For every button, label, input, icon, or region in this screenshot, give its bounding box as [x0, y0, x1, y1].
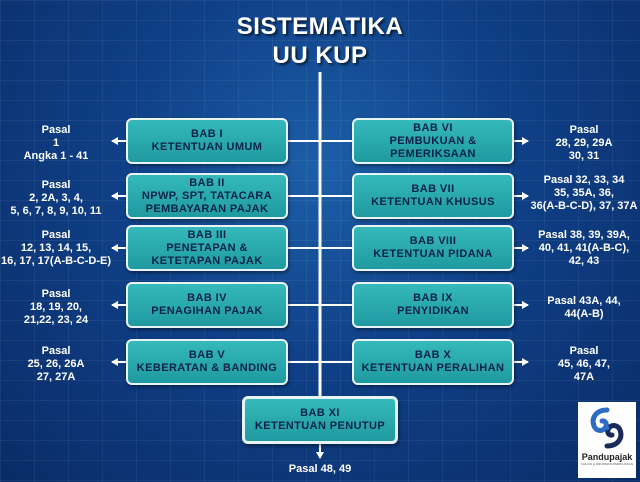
bab-4-line-2: PENAGIHAN PAJAK — [151, 305, 263, 317]
bab-8-box: BAB VIII KETENTUAN PIDANA — [352, 225, 514, 271]
bab-8-line-2: KETENTUAN PIDANA — [373, 248, 493, 260]
bab-10-pasal-line-3: 47A — [573, 371, 595, 383]
bab-5-line-2: KEBERATAN & BANDING — [136, 362, 278, 374]
bab-9-line-2: PENYIDIKAN — [397, 305, 469, 317]
bab-7-pasal-line-1: Pasal 32, 33, 34 — [543, 174, 625, 186]
bab-3-line-3: KETETAPAN PAJAK — [151, 254, 263, 267]
bab-1-pasal-line-1: Pasal — [41, 124, 71, 136]
bab-2-line-1: BAB II — [189, 176, 225, 189]
bab-9-pasal: Pasal 43A, 44, 44(A-B) — [528, 295, 640, 321]
bab-7-pasal: Pasal 32, 33, 34 35, 35A, 36, 36(A-B-C-D… — [528, 174, 640, 213]
bab-7-pasal-line-3: 36(A-B-C-D), 37, 37A — [530, 200, 638, 212]
bab-3-pasal-line-2: 12, 13, 14, 15, — [20, 242, 92, 254]
bab-3-pasal-line-3: 16, 17, 17(A-B-C-D-E) — [0, 255, 112, 267]
bab-4-line-1: BAB IV — [187, 292, 227, 304]
bab-11-line-2: KETENTUAN PENUTUP — [254, 420, 386, 432]
bab-9-box: BAB IX PENYIDIKAN — [352, 282, 514, 328]
bab-6-pasal-line-2: 28, 29, 29A — [555, 137, 613, 149]
bab-1-pasal-line-3: Angka 1 - 41 — [23, 150, 89, 162]
bab-4-pasal-line-1: Pasal — [41, 288, 71, 300]
bab-2-line-3: PEMBAYARAN PAJAK — [145, 202, 269, 215]
bab-6-line-2: PEMBUKUAN & — [389, 134, 477, 147]
bab-10-pasal-line-2: 45, 46, 47, — [558, 358, 610, 370]
bab-11-pasal-text: Pasal 48, 49 — [288, 463, 352, 475]
page-title: SISTEMATIKA UU KUP — [0, 12, 640, 70]
bab-3-pasal: Pasal 12, 13, 14, 15, 16, 17, 17(A-B-C-D… — [0, 229, 112, 268]
bab-3-line-2: PENETAPAN & — [166, 241, 248, 254]
bab-10-pasal-line-1: Pasal — [569, 345, 599, 357]
pandupajak-logo-icon — [590, 407, 624, 449]
bab-1-box: BAB I KETENTUAN UMUM — [126, 118, 288, 164]
bab-4-pasal-line-3: 21,22, 23, 24 — [23, 314, 89, 326]
bab-10-pasal: Pasal 45, 46, 47, 47A — [528, 345, 640, 384]
bab-4-pasal-line-2: 18, 19, 20, — [30, 301, 82, 313]
logo-name: Pandupajak — [581, 452, 633, 462]
bab-3-pasal-line-1: Pasal — [41, 229, 71, 241]
bab-1-line-1: BAB I — [191, 128, 223, 140]
bab-8-pasal-line-3: 42, 43 — [568, 255, 600, 267]
bab-2-pasal-line-3: 5, 6, 7, 8, 9, 10, 11 — [10, 205, 102, 217]
bab-5-pasal-line-3: 27, 27A — [36, 371, 76, 383]
bab-4-pasal: Pasal 18, 19, 20, 21,22, 23, 24 — [0, 288, 112, 327]
bab-8-pasal: Pasal 38, 39, 39A, 40, 41, 41(A-B-C), 42… — [528, 229, 640, 268]
bab-6-pasal-line-1: Pasal — [569, 124, 599, 136]
bab-6-pasal: Pasal 28, 29, 29A 30, 31 — [528, 124, 640, 163]
bab-1-pasal-line-2: 1 — [52, 137, 60, 149]
bab-6-pasal-line-3: 30, 31 — [568, 150, 600, 162]
bab-5-line-1: BAB V — [188, 349, 226, 361]
bab-2-pasal-line-1: Pasal — [41, 179, 71, 191]
bab-5-pasal-line-1: Pasal — [41, 345, 71, 357]
bab-5-pasal: Pasal 25, 26, 26A 27, 27A — [0, 345, 112, 384]
bab-9-pasal-line-1: Pasal 43A, 44, — [547, 295, 621, 307]
bab-8-pasal-line-2: 40, 41, 41(A-B-C), — [538, 242, 630, 254]
bab-11-pasal: Pasal 48, 49 — [260, 463, 380, 476]
bab-2-pasal-line-2: 2, 2A, 3, 4, — [29, 192, 83, 204]
bab-7-box: BAB VII KETENTUAN KHUSUS — [352, 173, 514, 219]
bab-7-line-1: BAB VII — [411, 183, 455, 195]
bab-2-box: BAB II NPWP, SPT, TATACARA PEMBAYARAN PA… — [126, 173, 288, 219]
title-line-1: SISTEMATIKA — [236, 13, 404, 40]
bab-6-box: BAB VI PEMBUKUAN & PEMERIKSAAN — [352, 118, 514, 164]
pandupajak-logo: Pandupajak SOLUSI & INFORMASI PERPAJAKAN — [578, 402, 636, 478]
bab-11-box: BAB XI KETENTUAN PENUTUP — [242, 396, 398, 444]
bab-5-pasal-line-2: 25, 26, 26A — [27, 358, 85, 370]
bab-5-box: BAB V KEBERATAN & BANDING — [126, 339, 288, 385]
bab-6-line-3: PEMERIKSAAN — [390, 147, 476, 160]
bab-2-line-2: NPWP, SPT, TATACARA — [141, 189, 273, 202]
bab-4-box: BAB IV PENAGIHAN PAJAK — [126, 282, 288, 328]
bab-3-line-1: BAB III — [187, 228, 227, 241]
bab-1-pasal: Pasal 1 Angka 1 - 41 — [0, 124, 112, 163]
bab-7-line-2: KETENTUAN KHUSUS — [371, 196, 495, 208]
bab-8-pasal-line-1: Pasal 38, 39, 39A, — [538, 229, 630, 241]
bab-7-pasal-line-2: 35, 35A, 36, — [554, 187, 614, 199]
bab-9-pasal-line-2: 44(A-B) — [564, 308, 604, 320]
bab-8-line-1: BAB VIII — [409, 235, 457, 247]
bab-3-box: BAB III PENETAPAN & KETETAPAN PAJAK — [126, 225, 288, 271]
bab-10-box: BAB X KETENTUAN PERALIHAN — [352, 339, 514, 385]
bab-2-pasal: Pasal 2, 2A, 3, 4, 5, 6, 7, 8, 9, 10, 11 — [0, 179, 112, 218]
bab-1-line-2: KETENTUAN UMUM — [151, 141, 263, 153]
bab-9-line-1: BAB IX — [413, 292, 453, 304]
bab-6-line-1: BAB VI — [413, 121, 453, 134]
bab-10-line-2: KETENTUAN PERALIHAN — [361, 362, 505, 374]
bab-11-line-1: BAB XI — [300, 407, 340, 419]
bab-10-line-1: BAB X — [414, 349, 452, 361]
title-line-2: UU KUP — [272, 42, 368, 69]
logo-tagline: SOLUSI & INFORMASI PERPAJAKAN — [581, 462, 633, 466]
